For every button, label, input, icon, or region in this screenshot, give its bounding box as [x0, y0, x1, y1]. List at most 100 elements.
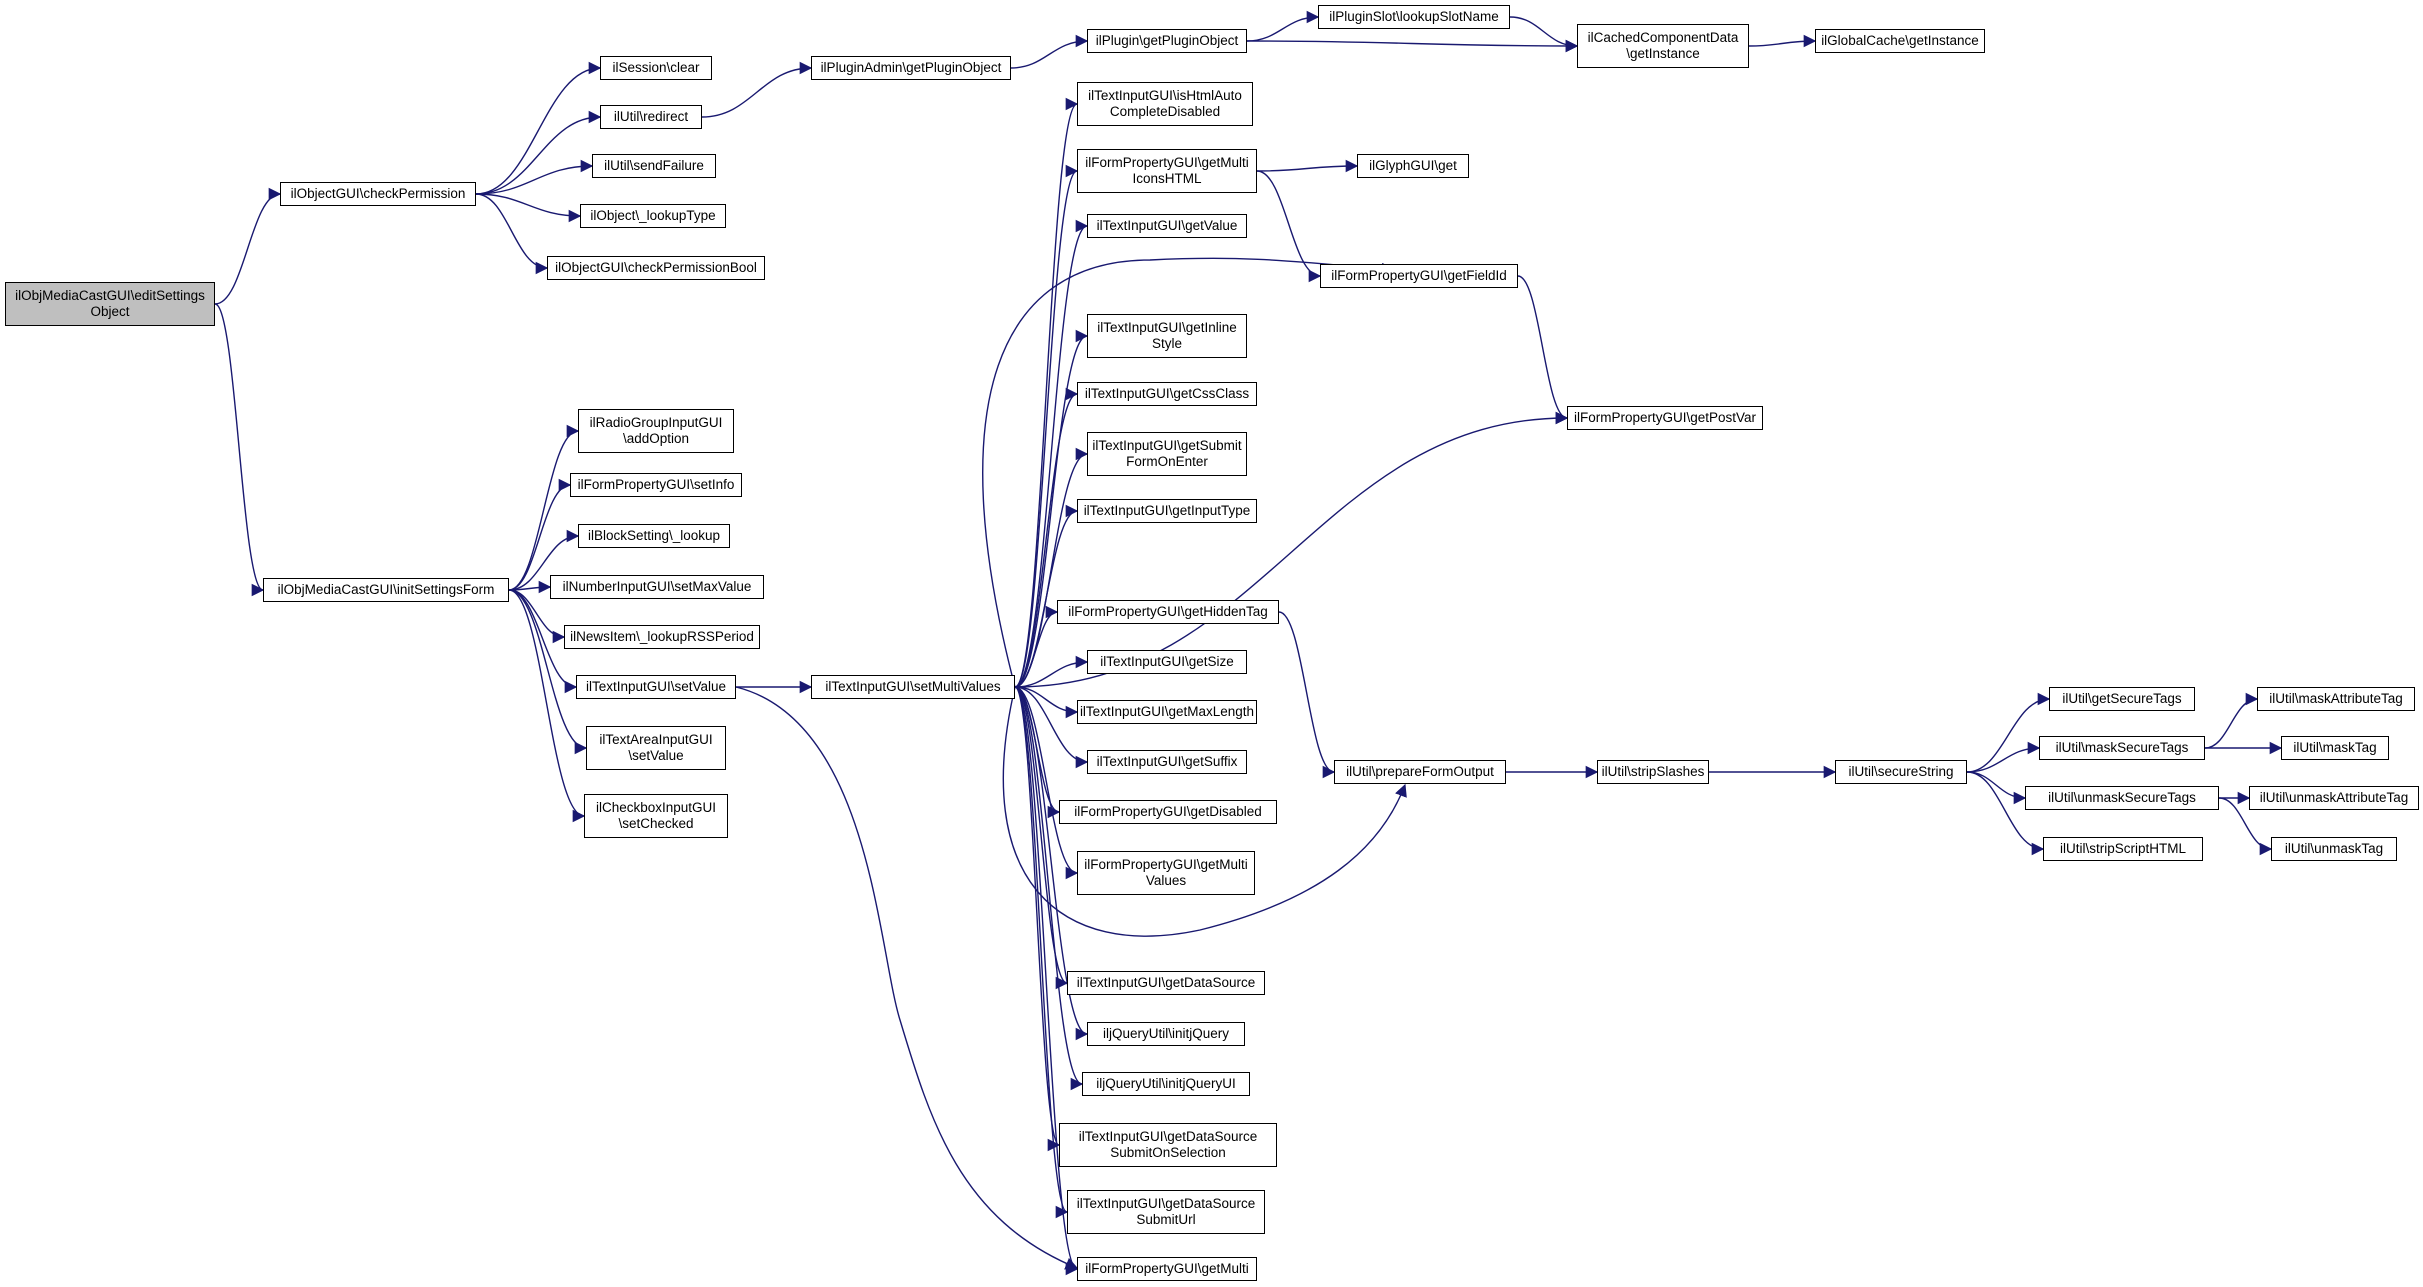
node-getSize[interactable]: ilTextInputGUI\getSize: [1087, 650, 1247, 674]
node-label: ilTextInputGUI\getDataSource SubmitOnSel…: [1078, 1129, 1258, 1160]
node-dsSubmitUrl[interactable]: ilTextInputGUI\getDataSource SubmitUrl: [1067, 1190, 1265, 1234]
node-fieldId[interactable]: ilFormPropertyGUI\getFieldId: [1320, 264, 1518, 288]
node-label: ilTextInputGUI\getSize: [1100, 654, 1234, 669]
edge-setMultiValues-to-prepareFormOutput: [1002, 686, 1407, 937]
node-inlineStyle[interactable]: ilTextInputGUI\getInline Style: [1087, 314, 1247, 358]
node-unmaskTag[interactable]: ilUtil\unmaskTag: [2271, 837, 2397, 861]
edge-maskSecureTags-to-maskAttributeTag: [2204, 692, 2259, 749]
node-stripScriptHTML[interactable]: ilUtil\stripScriptHTML: [2043, 837, 2203, 861]
node-redirect[interactable]: ilUtil\redirect: [600, 105, 702, 129]
node-label: ilTextInputGUI\getCssClass: [1084, 386, 1250, 401]
node-maskAttributeTag[interactable]: ilUtil\maskAttributeTag: [2257, 687, 2415, 711]
node-checkPermissionBool[interactable]: ilObjectGUI\checkPermissionBool: [547, 256, 765, 280]
node-label: ilObjMediaCastGUI\initSettingsForm: [277, 582, 495, 597]
node-label: ilCachedComponentData \getInstance: [1587, 30, 1739, 61]
node-label: ilTextInputGUI\getDataSource: [1076, 975, 1256, 990]
node-stripSlashes[interactable]: ilUtil\stripSlashes: [1597, 760, 1709, 784]
node-inputType[interactable]: ilTextInputGUI\getInputType: [1077, 499, 1257, 523]
node-label: ilFormPropertyGUI\setInfo: [577, 477, 735, 492]
node-rssPeriod[interactable]: ilNewsItem\_lookupRSSPeriod: [564, 625, 760, 649]
edge-setValue-to-getMulti: [735, 686, 1079, 1270]
node-label: ilObjectGUI\checkPermissionBool: [555, 260, 757, 275]
node-label: iljQueryUtil\initjQueryUI: [1096, 1076, 1236, 1091]
node-globalCache[interactable]: ilGlobalCache\getInstance: [1815, 29, 1985, 53]
node-setInfo[interactable]: ilFormPropertyGUI\setInfo: [570, 473, 742, 497]
node-getSecureTags[interactable]: ilUtil\getSecureTags: [2049, 687, 2195, 711]
node-lookupSlotName[interactable]: ilPluginSlot\lookupSlotName: [1318, 5, 1510, 29]
node-dsSubmitSel[interactable]: ilTextInputGUI\getDataSource SubmitOnSel…: [1059, 1123, 1277, 1167]
edge-initSettingsForm-to-setInfo: [508, 478, 572, 591]
node-initSettingsForm[interactable]: ilObjMediaCastGUI\initSettingsForm: [263, 578, 509, 602]
node-label: ilGlyphGUI\get: [1369, 158, 1457, 173]
node-initjQuery[interactable]: iljQueryUtil\initjQuery: [1087, 1022, 1245, 1046]
node-postVar[interactable]: ilFormPropertyGUI\getPostVar: [1567, 406, 1763, 430]
node-label: ilObject\_lookupType: [590, 208, 716, 223]
node-multiValues[interactable]: ilFormPropertyGUI\getMulti Values: [1077, 851, 1255, 895]
node-label: ilTextInputGUI\getMaxLength: [1079, 704, 1255, 719]
node-label: ilRadioGroupInputGUI \addOption: [589, 415, 723, 446]
edge-setMultiValues-to-getMulti: [1014, 686, 1079, 1276]
node-getDisabled[interactable]: ilFormPropertyGUI\getDisabled: [1059, 800, 1277, 824]
node-hiddenTag[interactable]: ilFormPropertyGUI\getHiddenTag: [1057, 600, 1279, 624]
node-glyphGet[interactable]: ilGlyphGUI\get: [1357, 154, 1469, 178]
edge-setMultiValues-to-maxLength: [1014, 686, 1079, 719]
node-label: ilTextInputGUI\setValue: [585, 679, 727, 694]
node-label: ilTextInputGUI\getValue: [1096, 218, 1238, 233]
edge-setMultiValues-to-initjQuery: [1014, 686, 1089, 1041]
node-checkPermission[interactable]: ilObjectGUI\checkPermission: [280, 182, 476, 206]
node-editSettings[interactable]: ilObjMediaCastGUI\editSettings Object: [5, 282, 215, 326]
node-unmaskAttributeTag[interactable]: ilUtil\unmaskAttributeTag: [2249, 786, 2419, 810]
node-sendFailure[interactable]: ilUtil\sendFailure: [592, 154, 716, 178]
node-lookupType[interactable]: ilObject\_lookupType: [580, 204, 726, 228]
node-setChecked[interactable]: ilCheckboxInputGUI \setChecked: [584, 794, 728, 838]
node-getValue[interactable]: ilTextInputGUI\getValue: [1087, 214, 1247, 238]
node-label: ilTextInputGUI\getSuffix: [1096, 754, 1238, 769]
edge-editSettings-to-initSettingsForm: [214, 303, 265, 597]
edge-getPluginObjectAdmin-to-getPluginObject: [1010, 34, 1089, 69]
node-label: ilUtil\redirect: [613, 109, 689, 124]
node-areaSetValue[interactable]: ilTextAreaInputGUI \setValue: [586, 726, 726, 770]
node-sessionClear[interactable]: ilSession\clear: [600, 56, 712, 80]
node-cachedInstance[interactable]: ilCachedComponentData \getInstance: [1577, 24, 1749, 68]
node-maskTag[interactable]: ilUtil\maskTag: [2281, 736, 2389, 760]
node-label: ilFormPropertyGUI\getMulti IconsHTML: [1085, 155, 1249, 186]
node-prepareFormOutput[interactable]: ilUtil\prepareFormOutput: [1334, 760, 1506, 784]
node-label: ilTextInputGUI\getSubmit FormOnEnter: [1092, 438, 1242, 469]
edge-multiIcons-to-fieldId: [1256, 170, 1322, 283]
node-dataSource[interactable]: ilTextInputGUI\getDataSource: [1067, 971, 1265, 995]
node-setMaxValue[interactable]: ilNumberInputGUI\setMaxValue: [550, 575, 764, 599]
node-label: ilTextAreaInputGUI \setValue: [599, 732, 713, 763]
edge-multiIcons-to-glyphGet: [1256, 159, 1359, 173]
node-getPluginObject[interactable]: ilPlugin\getPluginObject: [1087, 29, 1247, 53]
edge-checkPermission-to-sessionClear: [475, 61, 602, 195]
node-label: ilUtil\unmaskSecureTags: [2048, 790, 2196, 805]
node-maskSecureTags[interactable]: ilUtil\maskSecureTags: [2039, 736, 2205, 760]
node-label: ilUtil\prepareFormOutput: [1346, 764, 1494, 779]
node-unmaskSecureTags[interactable]: ilUtil\unmaskSecureTags: [2025, 786, 2219, 810]
node-label: ilBlockSetting\_lookup: [587, 528, 721, 543]
node-label: ilObjectGUI\checkPermission: [290, 186, 466, 201]
node-secureString[interactable]: ilUtil\secureString: [1835, 760, 1967, 784]
node-setMultiValues[interactable]: ilTextInputGUI\setMultiValues: [811, 675, 1015, 699]
node-isHtmlAuto[interactable]: ilTextInputGUI\isHtmlAuto CompleteDisabl…: [1077, 82, 1253, 126]
node-label: ilSession\clear: [612, 60, 700, 75]
node-label: ilUtil\unmaskTag: [2284, 841, 2384, 856]
node-submitForm[interactable]: ilTextInputGUI\getSubmit FormOnEnter: [1087, 432, 1247, 476]
node-label: ilCheckboxInputGUI \setChecked: [595, 800, 717, 831]
node-getSuffix[interactable]: ilTextInputGUI\getSuffix: [1087, 750, 1247, 774]
node-setValue[interactable]: ilTextInputGUI\setValue: [576, 675, 736, 699]
node-label: iljQueryUtil\initjQuery: [1102, 1026, 1230, 1041]
edge-initSettingsForm-to-areaSetValue: [508, 589, 588, 755]
node-initjQueryUI[interactable]: iljQueryUtil\initjQueryUI: [1082, 1072, 1250, 1096]
node-getMulti[interactable]: ilFormPropertyGUI\getMulti: [1077, 1257, 1257, 1281]
node-addOption[interactable]: ilRadioGroupInputGUI \addOption: [578, 409, 734, 453]
edge-secureString-to-stripScriptHTML: [1966, 771, 2045, 856]
edge-initSettingsForm-to-blockLookup: [508, 529, 580, 591]
node-multiIcons[interactable]: ilFormPropertyGUI\getMulti IconsHTML: [1077, 149, 1257, 193]
edge-checkPermission-to-sendFailure: [475, 159, 594, 195]
node-getPluginObjectAdmin[interactable]: ilPluginAdmin\getPluginObject: [811, 56, 1011, 80]
node-cssClass[interactable]: ilTextInputGUI\getCssClass: [1077, 382, 1257, 406]
node-maxLength[interactable]: ilTextInputGUI\getMaxLength: [1077, 700, 1257, 724]
node-blockLookup[interactable]: ilBlockSetting\_lookup: [578, 524, 730, 548]
node-label: ilUtil\maskAttributeTag: [2269, 691, 2403, 706]
